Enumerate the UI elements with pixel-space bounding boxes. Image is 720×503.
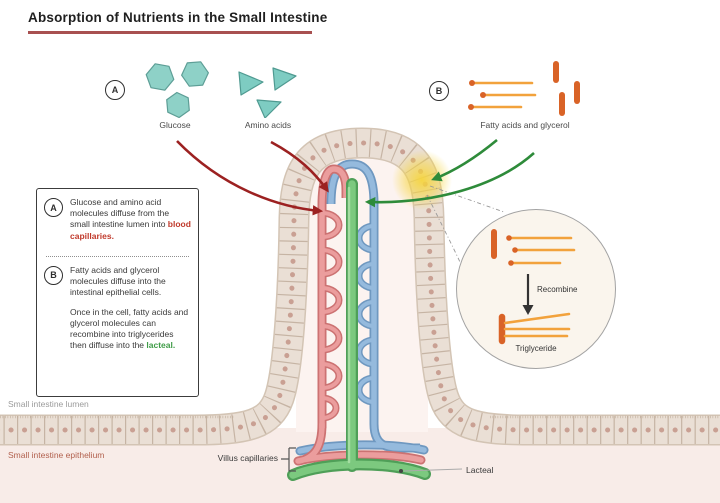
villus-interior [296, 149, 428, 432]
glucose-label: Glucose [159, 120, 191, 130]
fatty-acid-arrow [431, 138, 498, 182]
explanation-text-b: Fatty acids and glycerol molecules diffu… [70, 264, 189, 351]
explanation-row-a: A Glucose and amino acid molecules diffu… [44, 197, 191, 250]
title-underline [28, 31, 312, 34]
legend-marker-b: B [429, 81, 449, 101]
blood-capillaries-highlight: blood capillaries. [70, 219, 191, 241]
villus-capillaries-label: Villus capillaries [217, 453, 278, 463]
cell-nuclei [0, 140, 720, 433]
triglyceride-shape [498, 312, 571, 345]
box-marker-b: B [44, 265, 63, 285]
recombine-label: Recombine [537, 285, 578, 294]
box-divider [46, 255, 189, 257]
lacteal-label: Lacteal [466, 465, 494, 475]
epithelium-band [0, 127, 720, 446]
box-marker-a: A [44, 198, 63, 217]
lacteal-highlight: lacteal. [146, 340, 176, 351]
recombination-inset: Recombine Triglyceride [456, 209, 616, 369]
glucose-molecules-icon [145, 61, 210, 118]
lacteal-leader [399, 468, 463, 473]
legend-marker-a: A [105, 80, 125, 100]
glucose-arrow [176, 140, 324, 216]
small-intestine-epithelium-label: Small intestine epithelium [8, 450, 105, 460]
amino-acids-label: Amino acids [244, 120, 292, 130]
triglyceride-label: Triglyceride [515, 344, 557, 353]
recombination-shapes [491, 229, 576, 345]
explanation-text-a: Glucose and amino acid molecules diffuse… [70, 197, 191, 241]
small-intestine-lumen-label: Small intestine lumen [8, 399, 89, 409]
villus-capillaries-bracket [281, 447, 296, 472]
callout-lines [426, 185, 505, 263]
explanation-row-b: B Fatty acids and glycerol molecules dif… [44, 265, 191, 360]
fatty-acids-glycerol-icon [468, 61, 580, 116]
amino-acid-arrow [270, 140, 329, 193]
explanation-box: A Glucose and amino acid molecules diffu… [36, 188, 199, 397]
triglyceride-to-lacteal-arrow [364, 152, 535, 208]
page-title: Absorption of Nutrients in the Small Int… [28, 10, 328, 25]
fatty-acids-label: Fatty acids and glycerol [480, 120, 570, 130]
absorption-glow [392, 150, 452, 210]
recombine-arrow [522, 274, 534, 315]
amino-acid-molecules-icon [238, 67, 297, 118]
